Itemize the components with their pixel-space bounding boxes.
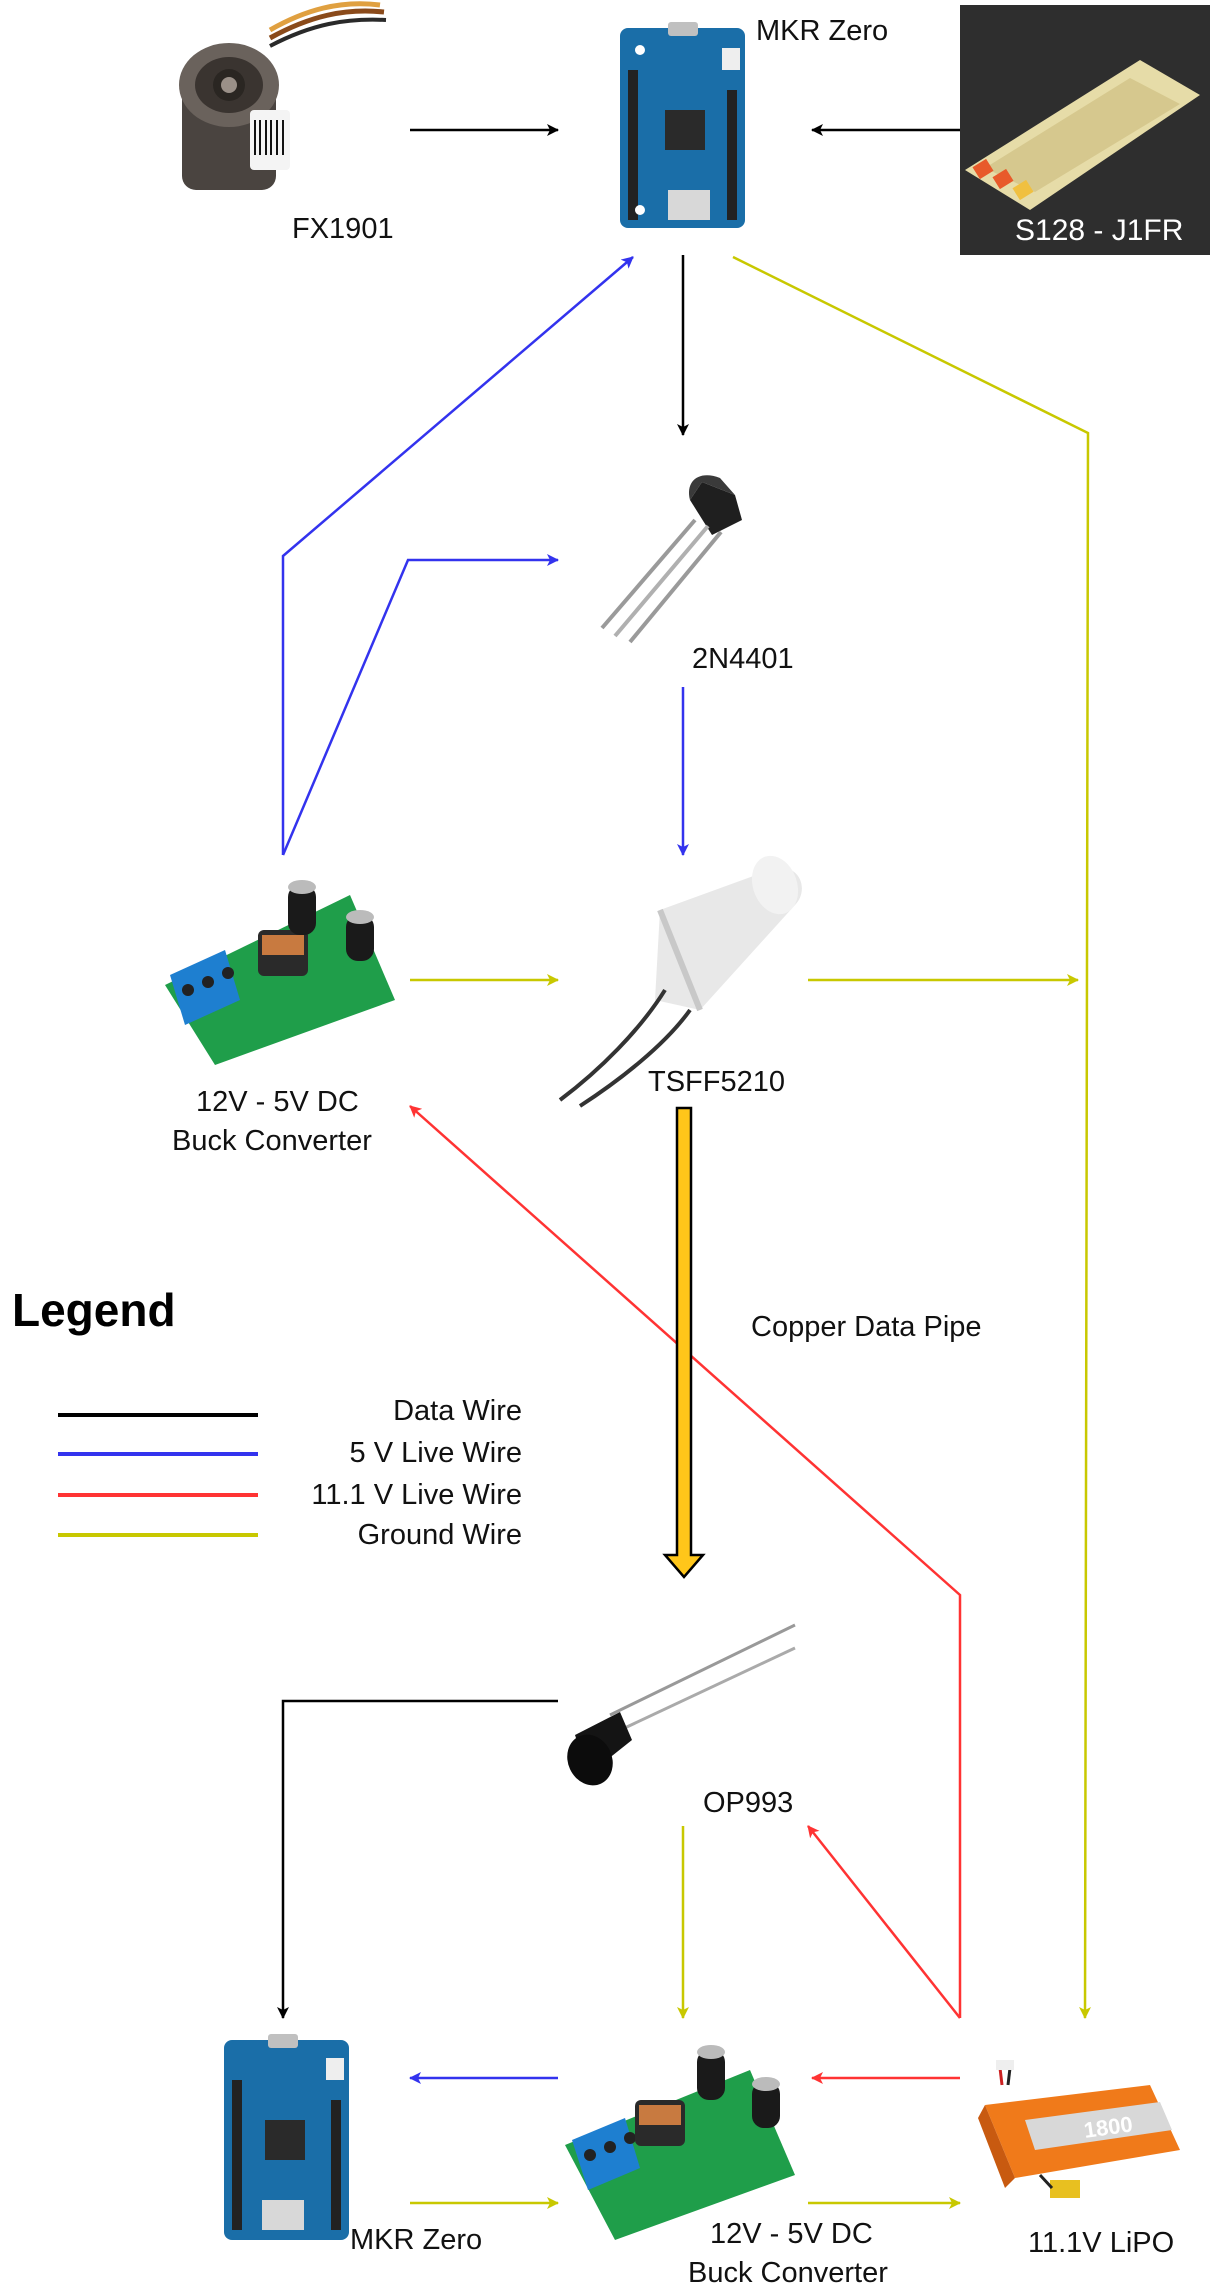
mkr-zero-top-label: MKR Zero (756, 15, 888, 47)
mkr-zero-top: MKR Zero (620, 15, 888, 228)
transistor-label: 2N4401 (692, 643, 794, 675)
s128-sensor: S128 - J1FR (960, 5, 1210, 255)
photodiode-op993: OP993 (559, 1625, 795, 1819)
buck-converter-bottom: 12V - 5V DC Buck Converter (565, 2045, 888, 2289)
copper-data-pipe-label: Copper Data Pipe (751, 1311, 982, 1343)
legend-label-5v-wire: 5 V Live Wire (350, 1437, 522, 1469)
copper-data-pipe: Copper Data Pipe (665, 1108, 982, 1577)
buck-converter-top: 12V - 5V DC Buck Converter (165, 880, 395, 1157)
lipo-battery: 1800 11.1V LiPO (978, 2060, 1180, 2259)
buck-top-label-2: Buck Converter (172, 1125, 372, 1157)
legend-label-ground-wire: Ground Wire (358, 1519, 522, 1551)
buck-bottom-label-2: Buck Converter (688, 2257, 888, 2289)
wire-mkr-ground-to-lipo (733, 257, 1088, 2018)
mkr-zero-bottom: MKR Zero (224, 2034, 482, 2256)
wire-buck-to-mkr-5v (283, 257, 633, 855)
wire-lipo-to-photo-11v (808, 1826, 960, 2018)
buck-bottom-label-1: 12V - 5V DC (710, 2218, 873, 2250)
legend-title: Legend (12, 1284, 176, 1336)
led-label: TSFF5210 (648, 1066, 785, 1098)
led-tsff5210: TSFF5210 (560, 849, 806, 1106)
legend-label-data-wire: Data Wire (393, 1395, 522, 1427)
fx1901-label: FX1901 (292, 213, 394, 245)
wire-photo-to-mkr-bottom (283, 1701, 558, 2018)
lipo-label: 11.1V LiPO (1028, 2227, 1174, 2259)
transistor-2n4401: 2N4401 (602, 475, 794, 675)
mkr-zero-bottom-label: MKR Zero (350, 2224, 482, 2256)
legend-label-11v-wire: 11.1 V Live Wire (311, 1479, 522, 1511)
s128-label: S128 - J1FR (1015, 214, 1183, 247)
wire-buck-to-transistor-5v (283, 560, 558, 855)
fx1901-sensor: FX1901 (179, 4, 394, 245)
buck-top-label-1: 12V - 5V DC (196, 1086, 359, 1118)
photodiode-label: OP993 (703, 1787, 793, 1819)
legend: Legend Data Wire 5 V Live Wire 11.1 V Li… (12, 1284, 522, 1551)
